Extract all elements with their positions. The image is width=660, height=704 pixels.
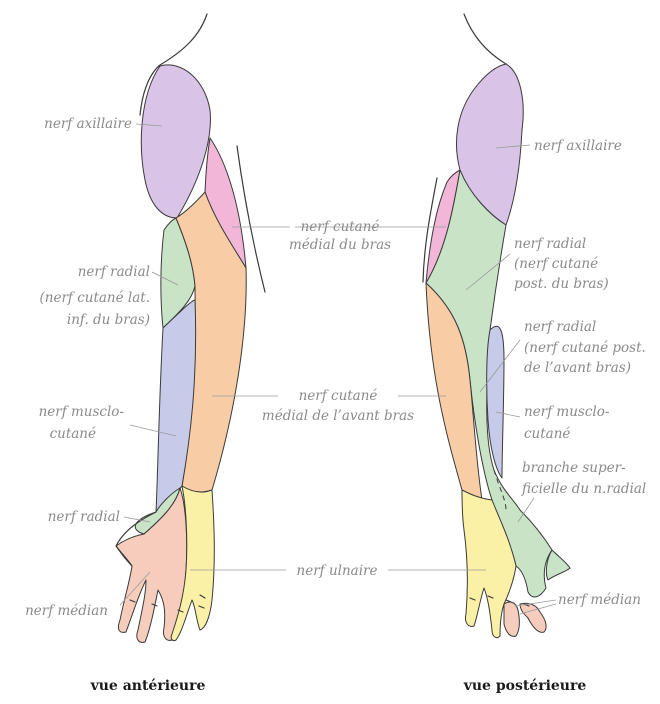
label-post-axillaire: nerf axillaire bbox=[534, 138, 622, 154]
label-ant-median: nerf médian bbox=[25, 603, 108, 619]
label-post-radial-avant-bras-1: nerf radial bbox=[524, 319, 596, 335]
label-ant-radial-lat-2: (nerf cutané lat. bbox=[40, 290, 150, 306]
labels: nerf axillaire nerf cutané médial du bra… bbox=[25, 116, 646, 619]
label-cutane-medial-bras-2: médial du bras bbox=[289, 237, 391, 253]
label-ant-musclo-2: cutané bbox=[50, 426, 96, 442]
label-ant-musclo-1: nerf musclo- bbox=[39, 404, 125, 420]
label-ant-axillaire: nerf axillaire bbox=[44, 116, 132, 132]
caption-anterior: vue antérieure bbox=[90, 678, 206, 694]
label-post-radial-bras-3: post. du bras) bbox=[514, 276, 609, 292]
label-post-radial-avant-bras-3: de l’avant bras) bbox=[524, 360, 631, 376]
label-post-radial-avant-bras-2: (nerf cutané post. bbox=[524, 340, 646, 356]
anterior-arm bbox=[116, 14, 265, 642]
label-ulnaire: nerf ulnaire bbox=[297, 563, 378, 579]
label-post-musclo-1: nerf musclo- bbox=[524, 404, 610, 420]
label-ant-radial: nerf radial bbox=[48, 509, 120, 525]
label-post-musclo-2: cutané bbox=[524, 426, 570, 442]
label-cutane-medial-avant-bras-2: médial de l’avant bras bbox=[262, 408, 414, 424]
label-cutane-medial-avant-bras-1: nerf cutané bbox=[299, 388, 378, 404]
label-post-median: nerf médian bbox=[558, 592, 641, 608]
label-cutane-medial-bras-1: nerf cutané bbox=[301, 219, 380, 235]
label-post-radial-bras-2: (nerf cutané bbox=[514, 256, 598, 272]
label-ant-radial-lat-3: inf. du bras) bbox=[67, 312, 150, 328]
caption-posterior: vue postérieure bbox=[463, 678, 587, 694]
posterior-zone-thumb bbox=[546, 550, 570, 580]
label-ant-radial-lat-1: nerf radial bbox=[78, 264, 150, 280]
label-post-branche-1: branche super- bbox=[522, 460, 626, 476]
anterior-zone-axillaire bbox=[141, 65, 210, 218]
label-post-branche-2: ficielle du n.radial bbox=[521, 481, 646, 497]
posterior-zone-median-tips bbox=[504, 602, 546, 636]
label-post-radial-bras-1: nerf radial bbox=[514, 236, 586, 252]
